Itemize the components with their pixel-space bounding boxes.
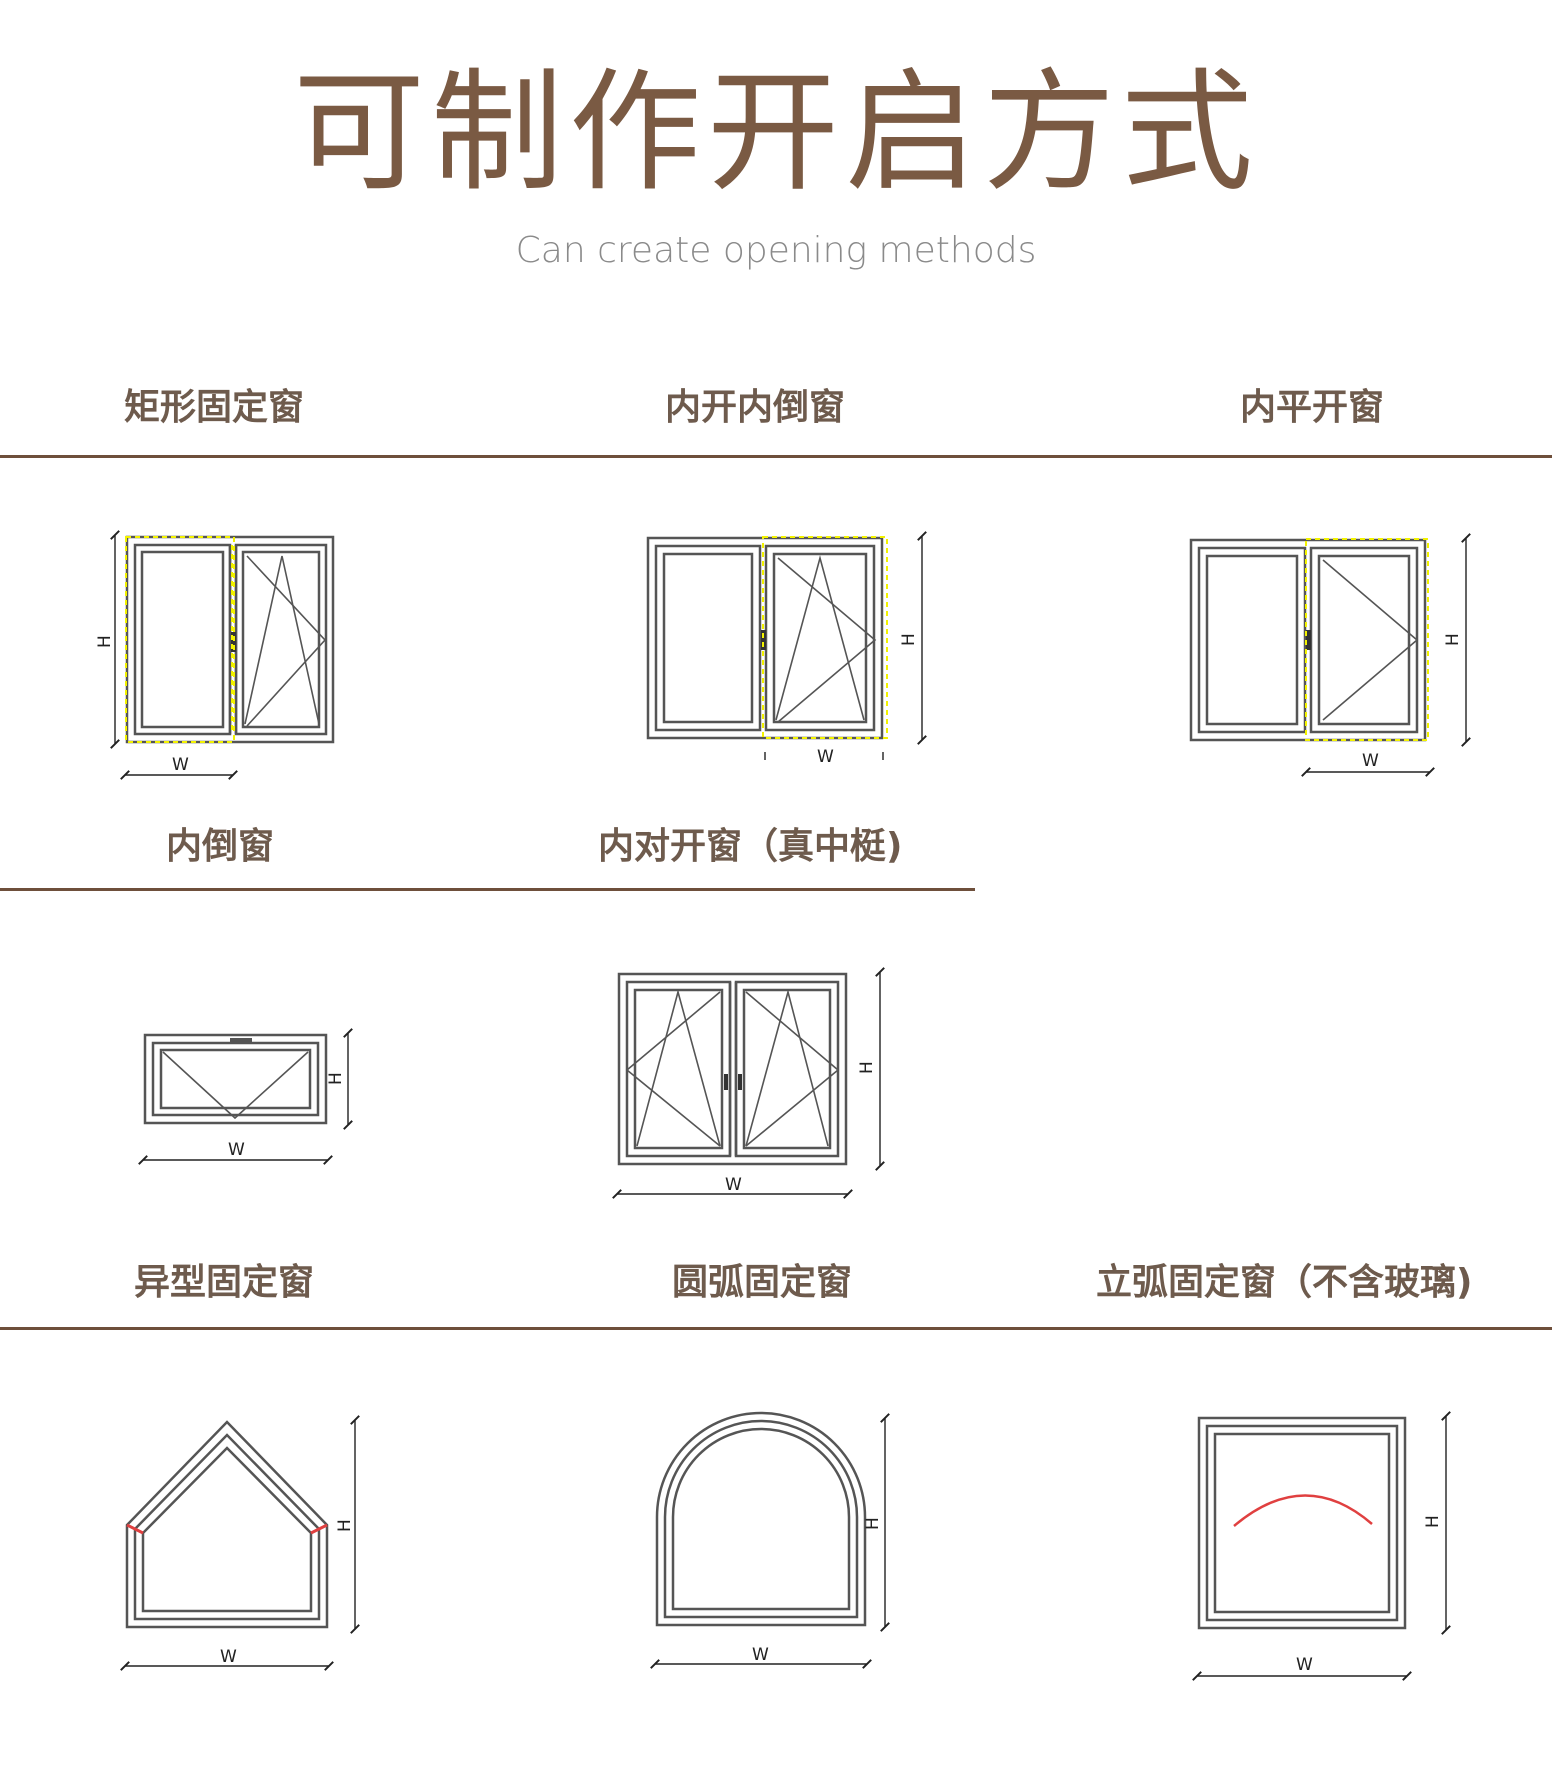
vertical-arc-fixed-window-drawing xyxy=(1197,1416,1407,1630)
width-label: W xyxy=(752,1645,769,1665)
label-casement-window: 内平开窗 xyxy=(1240,387,1385,428)
width-label: W xyxy=(817,747,834,767)
double-casement-window-dims xyxy=(612,967,885,1199)
width-label: W xyxy=(220,1647,237,1667)
height-label: H xyxy=(95,635,115,648)
label-vertical-arc-fixed-window: 立弧固定窗（不含玻璃) xyxy=(1096,1262,1473,1303)
width-label: W xyxy=(172,755,189,775)
page-subtitle: Can create opening methods xyxy=(515,230,1037,271)
width-label: W xyxy=(228,1140,245,1160)
width-label: W xyxy=(1296,1655,1313,1675)
label-rect-fixed-window: 矩形固定窗 xyxy=(124,387,305,428)
page-title: 可制作开启方式 xyxy=(293,56,1259,210)
shaped-fixed-window-drawing xyxy=(125,1420,329,1629)
label-double-casement-window: 内对开窗（真中梃) xyxy=(598,826,903,867)
height-label: H xyxy=(326,1072,346,1085)
label-tilt-window: 内倒窗 xyxy=(166,826,275,867)
tilt-window-drawing xyxy=(143,1033,328,1125)
height-label: H xyxy=(899,633,919,646)
width-label: W xyxy=(725,1175,742,1195)
height-label: H xyxy=(863,1517,883,1530)
rect-fixed-window-dims xyxy=(110,530,238,780)
arch-fixed-window-dims xyxy=(650,1413,890,1669)
double-casement-window-drawing xyxy=(617,972,848,1166)
section-divider-row3 xyxy=(0,1327,1552,1330)
shaped-fixed-window-dims xyxy=(120,1415,360,1671)
label-tilt-turn-window: 内开内倒窗 xyxy=(665,387,846,428)
casement-window-dims xyxy=(1301,533,1471,777)
tilt-window-dims xyxy=(138,1028,353,1165)
tilt-turn-window-drawing xyxy=(646,536,888,740)
arch-fixed-window-drawing xyxy=(655,1411,867,1627)
section-divider-row1 xyxy=(0,455,1552,458)
label-shaped-fixed-window: 异型固定窗 xyxy=(134,1262,315,1303)
label-arch-fixed-window: 圆弧固定窗 xyxy=(672,1262,853,1303)
width-label: W xyxy=(1362,751,1379,771)
rect-fixed-window-drawing xyxy=(125,535,335,744)
casement-window-drawing xyxy=(1189,538,1429,742)
height-label: H xyxy=(1423,1515,1443,1528)
vertical-arc-fixed-window-dims xyxy=(1192,1411,1451,1681)
height-label: H xyxy=(857,1061,877,1074)
section-divider-row2 xyxy=(0,888,975,891)
tilt-turn-window-dims xyxy=(764,531,927,760)
height-label: H xyxy=(335,1519,355,1532)
height-label: H xyxy=(1443,633,1463,646)
